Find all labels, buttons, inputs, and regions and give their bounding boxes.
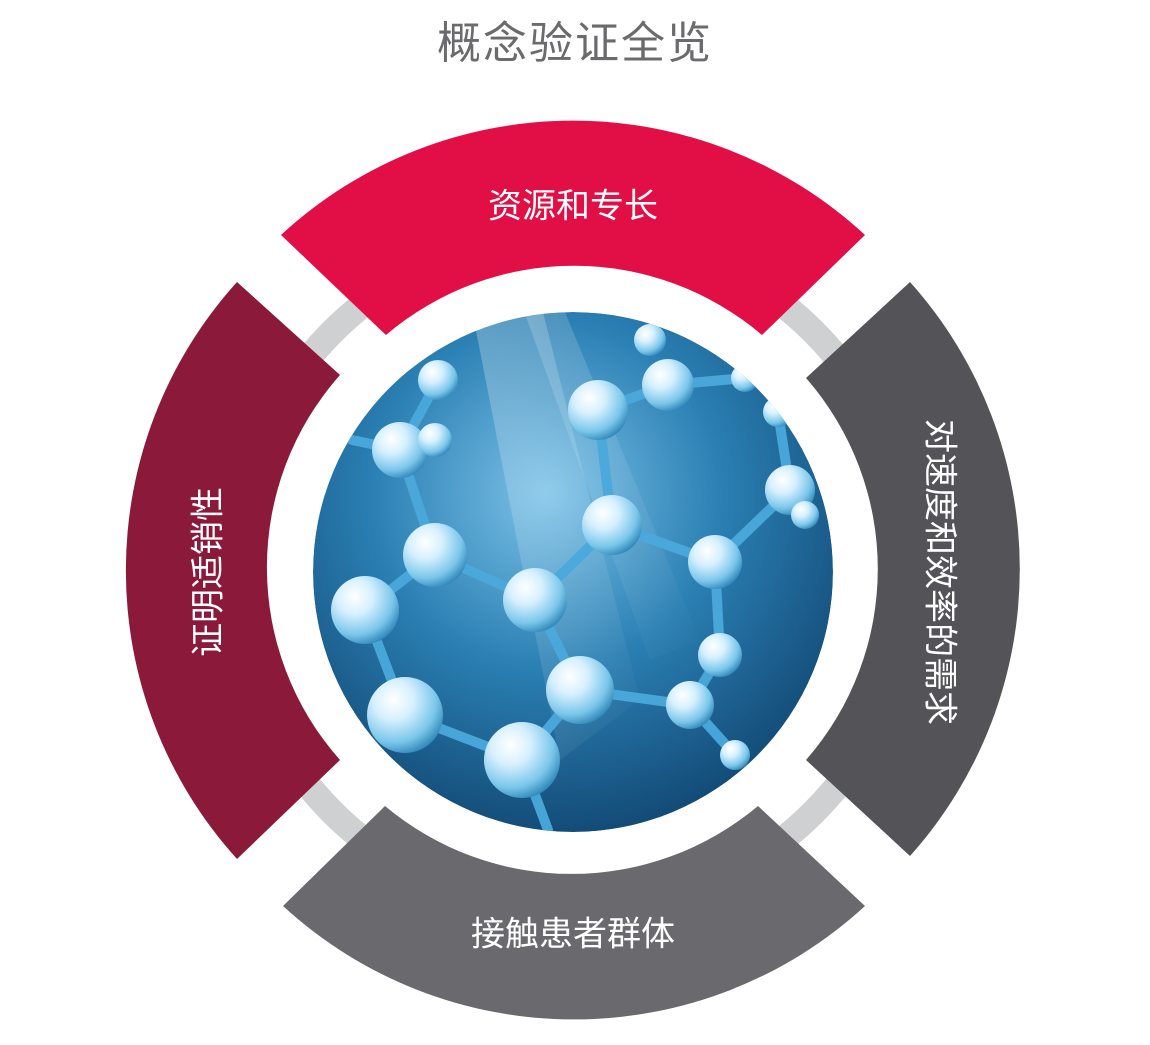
segment-resources-expertise[interactable] [281,120,865,335]
page-title: 概念验证全览 [437,18,713,69]
segment-label-left: 证明适销性 [189,487,229,657]
segment-label-bottom: 接触患者群体 [471,915,675,955]
segment-patient-access[interactable] [283,806,865,1020]
segment-label-right: 对速度和效率的需求 [920,419,960,725]
molecule-illustration-icon [313,312,833,832]
segment-prove-marketability[interactable] [125,282,340,859]
segment-label-top: 资源和专长 [488,187,658,227]
segment-speed-efficiency[interactable] [806,282,1020,856]
